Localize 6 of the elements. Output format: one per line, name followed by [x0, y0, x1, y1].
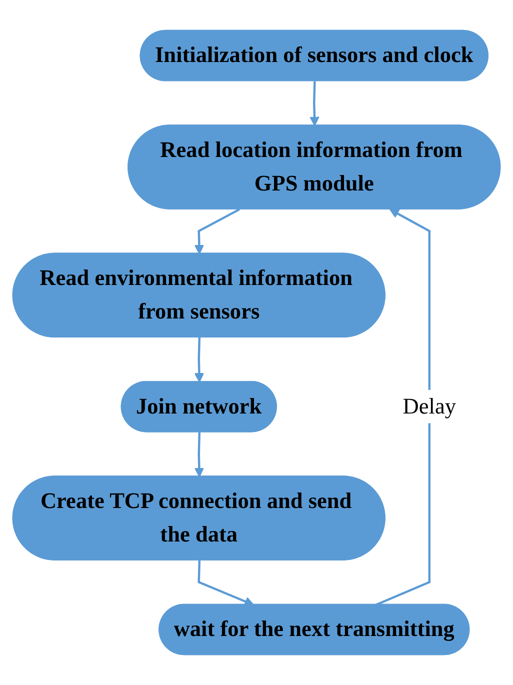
- edge-label: Delay: [402, 394, 456, 419]
- arrow: [194, 337, 204, 382]
- arrow: [194, 432, 204, 478]
- arrow: [375, 208, 430, 606]
- arrow: [310, 81, 320, 126]
- arrow: [194, 208, 240, 254]
